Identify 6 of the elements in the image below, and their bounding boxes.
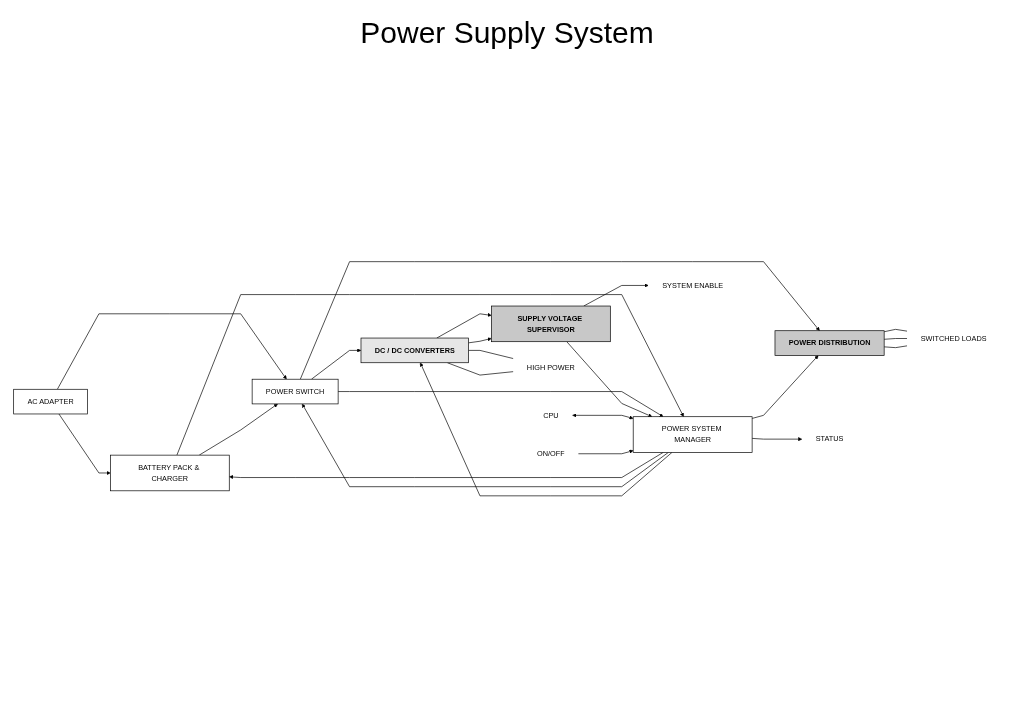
connector <box>883 328 908 332</box>
connector <box>883 345 908 348</box>
connector <box>468 349 514 359</box>
connector <box>447 362 514 376</box>
diagram-title: Power Supply System <box>360 16 654 50</box>
connector <box>883 337 908 340</box>
